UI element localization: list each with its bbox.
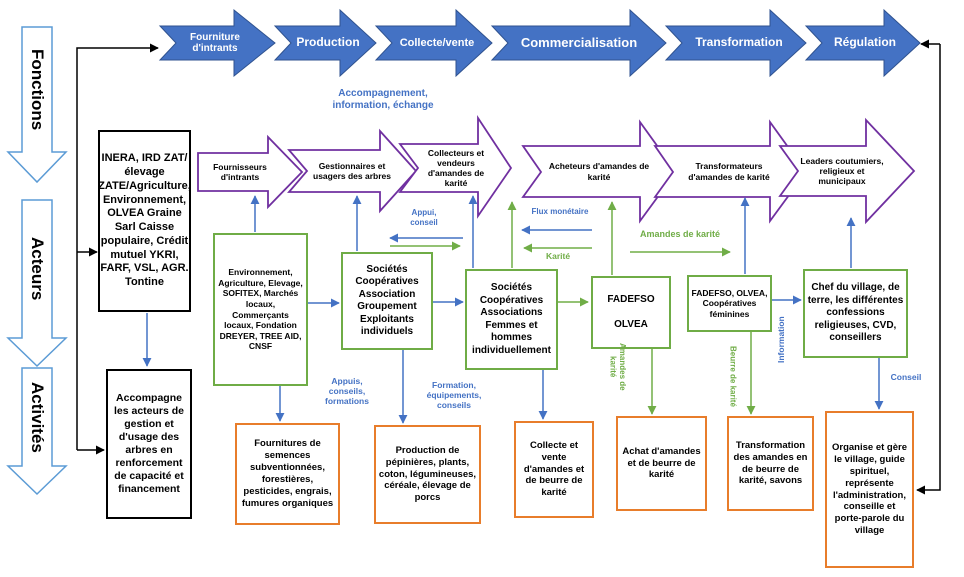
label-appuis: Appuis, conseils, formations xyxy=(325,376,369,407)
acteurs-side-arrow xyxy=(6,199,68,368)
green-arrows xyxy=(390,201,756,415)
actor-arrow-5 xyxy=(653,119,808,224)
label-accompagnement: Accompagnement, information, échange xyxy=(332,88,434,111)
label-beurre-vertical: Beurre de karité xyxy=(728,345,738,407)
label-appui-conseil: Appui, conseil xyxy=(410,208,438,227)
function-chevron-2 xyxy=(273,8,377,78)
fadefso-olvea-box: FADEFSO OLVEA xyxy=(591,276,671,349)
label-information: Information xyxy=(776,316,786,364)
fonctions-side-arrow xyxy=(6,26,68,184)
function-collecte: Collecte/vente xyxy=(399,36,475,49)
societes-box-2: Sociétés Coopératives Associations Femme… xyxy=(465,269,558,370)
side-label-acteurs: Acteurs xyxy=(28,237,47,301)
function-transformation: Transformation xyxy=(695,35,783,50)
actor-arrow-2 xyxy=(287,128,418,214)
olvea-label: OLVEA xyxy=(614,318,648,330)
label-amandes-karite: Amandes de karité xyxy=(639,229,721,239)
actor-fournisseurs: Fournisseurs d'intrants xyxy=(213,161,267,182)
actor-collecteurs: Collecteurs et vendeurs d'amandes de kar… xyxy=(427,147,485,189)
function-chevron-3 xyxy=(374,8,493,78)
function-chevron-4 xyxy=(490,8,667,78)
blue-arrows xyxy=(142,195,884,424)
actor-leaders: Leaders coutumiers, religieux et municip… xyxy=(800,155,884,187)
actor-arrow-3 xyxy=(398,115,513,219)
function-chevron-5 xyxy=(664,8,807,78)
activity-transformation: Transformation des amandes en de beurre … xyxy=(727,416,814,511)
actor-arrow-4 xyxy=(521,119,678,224)
activity-achat: Achat d'amandes et de beurre de karité xyxy=(616,416,707,511)
function-production: Production xyxy=(296,35,360,50)
black-connectors xyxy=(76,39,941,495)
function-chevron-6 xyxy=(804,8,921,78)
activity-production: Production de pépinières, plants, coton,… xyxy=(374,425,481,524)
activity-collecte: Collecte et vente d'amandes et de beurre… xyxy=(514,421,594,518)
side-label-fonctions: Fonctions xyxy=(28,48,47,131)
fadefso-coop-box: FADEFSO, OLVEA, Coopératives féminines xyxy=(687,275,772,332)
environnement-box: Environnement, Agriculture, Elevage, SOF… xyxy=(213,233,308,386)
label-formation: Formation, équipements, conseils xyxy=(426,380,482,411)
activites-side-arrow xyxy=(6,367,68,496)
actor-arrows xyxy=(197,115,916,225)
actor-gestionnaires: Gestionnaires et usagers des arbres xyxy=(313,160,391,181)
activity-organise: Organise et gère le village, guide spiri… xyxy=(825,411,914,568)
societes-box-1: Sociétés Coopératives Association Groupe… xyxy=(341,252,433,350)
activity-fournitures: Fournitures de semences subventionnées, … xyxy=(235,423,340,525)
actor-arrow-1 xyxy=(197,134,304,210)
left-actors-box: INERA, IRD ZAT/élevage ZATE/Agriculture,… xyxy=(98,130,191,312)
label-amandes-vertical: Amandes de karité xyxy=(608,343,628,391)
function-regulation: Régulation xyxy=(834,35,896,50)
function-chevron-1 xyxy=(158,8,276,78)
function-commercialisation: Commercialisation xyxy=(520,34,638,50)
actor-transformateurs: Transformateurs d'amandes de karité xyxy=(688,161,770,182)
label-karite: Karité xyxy=(545,251,571,261)
label-flux-monetaire: Flux monétaire xyxy=(531,207,589,216)
actor-acheteurs: Acheteurs d'amandes de karité xyxy=(548,161,650,182)
actor-arrow-6 xyxy=(778,117,916,225)
chef-village-box: Chef du village, de terre, les différent… xyxy=(803,269,908,358)
function-chevrons xyxy=(158,8,921,78)
label-conseil: Conseil xyxy=(890,372,922,382)
function-fourniture: Fourniture d'intrants xyxy=(190,32,240,54)
left-activity-box: Accompagne les acteurs de gestion et d'u… xyxy=(106,369,192,519)
fadefso-label: FADEFSO xyxy=(607,294,655,305)
side-label-activites: Activités xyxy=(28,381,47,453)
